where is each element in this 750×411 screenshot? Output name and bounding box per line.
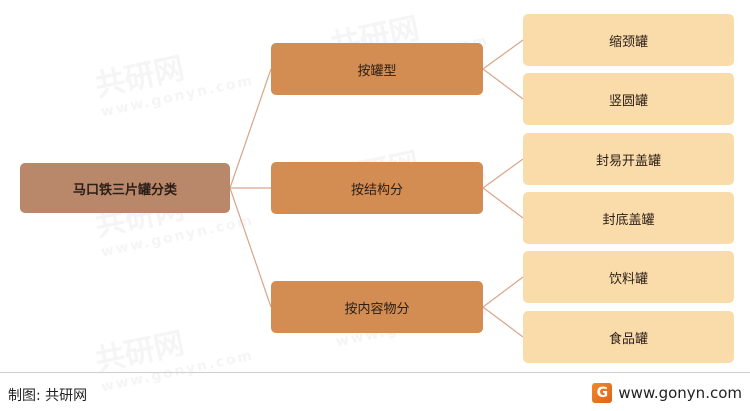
- leaf-node: 竖圆罐: [523, 73, 734, 125]
- source-credit: 制图: 共研网: [8, 388, 88, 404]
- category-node-contents: 按内容物分: [271, 281, 483, 333]
- footer-divider: [0, 372, 750, 373]
- brand-url: www.gonyn.com: [618, 384, 742, 402]
- brand-footer: G www.gonyn.com: [592, 383, 742, 403]
- connector-root-category-3: [229, 187, 272, 308]
- connector-category-3-leaf-1: [482, 276, 524, 308]
- category-node-structure: 按结构分: [271, 162, 483, 214]
- leaf-node: 食品罐: [523, 311, 734, 363]
- connector-category-1-leaf-1: [482, 39, 524, 70]
- root-node: 马口铁三片罐分类: [20, 163, 230, 213]
- connector-category-3-leaf-2: [482, 306, 524, 338]
- leaf-node: 饮料罐: [523, 251, 734, 303]
- connector-category-2-leaf-1: [482, 158, 524, 189]
- connector-category-2-leaf-2: [482, 187, 524, 219]
- leaf-node: 缩颈罐: [523, 14, 734, 66]
- category-node-can-shape: 按罐型: [271, 43, 483, 95]
- connector-category-1-leaf-2: [482, 68, 524, 100]
- leaf-node: 封底盖罐: [523, 192, 734, 244]
- connector-root-category-1: [229, 68, 272, 189]
- brand-logo-icon: G: [592, 383, 613, 403]
- leaf-node: 封易开盖罐: [523, 133, 734, 185]
